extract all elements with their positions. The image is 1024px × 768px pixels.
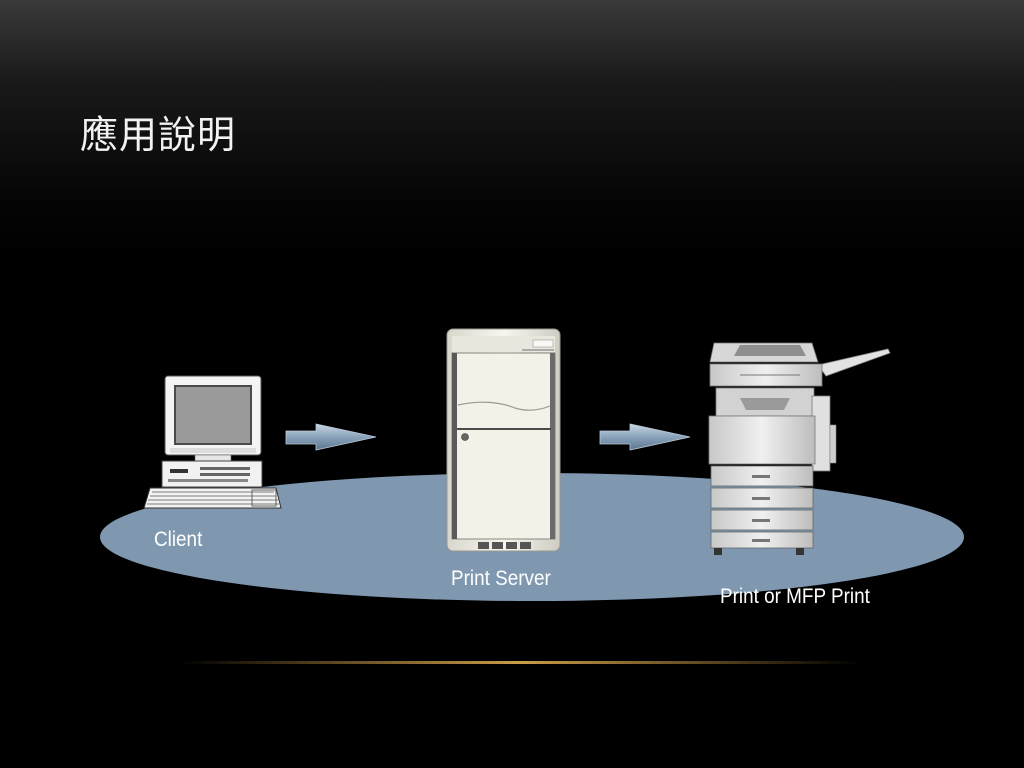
arrow-right-icon: [599, 423, 691, 451]
printer-label: Print or MFP Print: [720, 585, 870, 608]
slide-title: 應用說明: [80, 113, 237, 157]
divider: [180, 661, 860, 664]
arrow-right-icon: [285, 423, 377, 451]
printer-mfp-icon: [708, 342, 891, 555]
server-tower-icon: [446, 328, 561, 552]
client-label: Client: [154, 528, 203, 551]
print-server-label: Print Server: [451, 567, 551, 590]
computer-icon: [143, 375, 282, 509]
